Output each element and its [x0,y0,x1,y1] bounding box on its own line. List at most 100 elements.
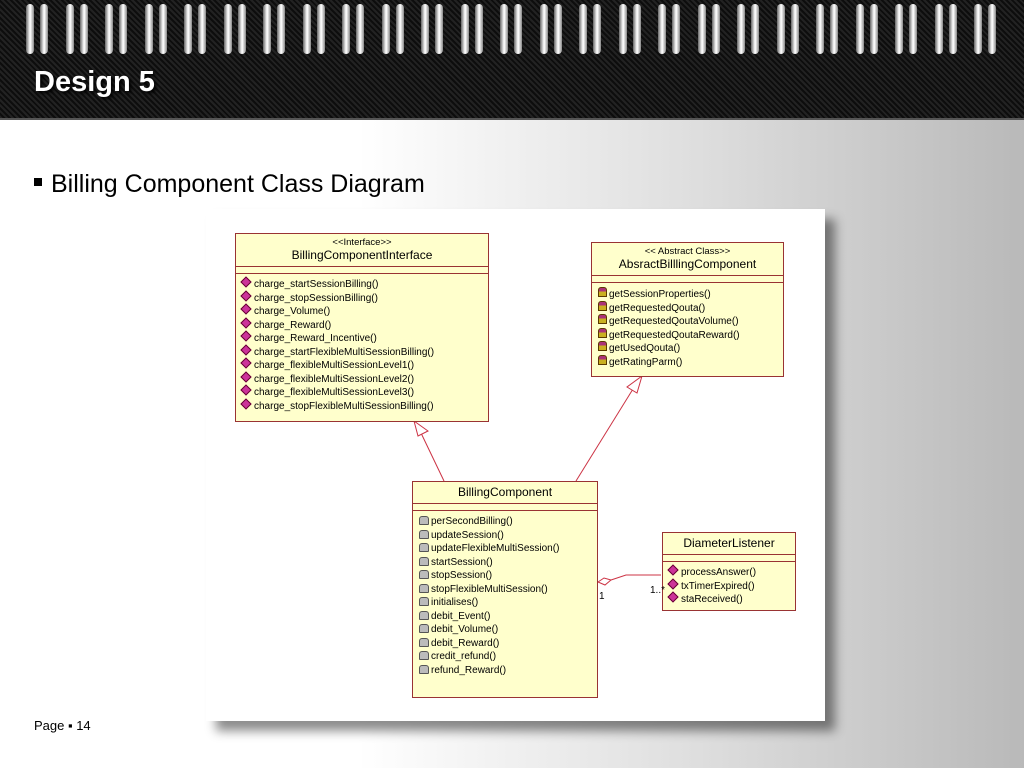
class-diagram: <<Interface>> BillingComponentInterface … [206,209,825,721]
method-item: updateFlexibleMultiSession() [419,542,597,556]
slide-title: Design 5 [34,66,155,98]
method-item: charge_Reward_Incentive() [240,330,488,346]
binding-ring [105,4,129,54]
method-item: debit_Volume() [419,623,597,637]
method-name: txTimerExpired() [681,580,755,592]
method-item: charge_Volume() [240,303,488,319]
method-name: getSessionProperties() [609,289,711,300]
abstract-stereotype: << Abstract Class>> [644,246,731,257]
method-item: getRequestedQoutaReward() [598,327,783,342]
aggregation-line [610,574,661,581]
private-method-icon [419,529,429,539]
attributes-compartment [592,276,783,283]
billing-component-class-name: BillingComponent [457,485,553,499]
method-item: charge_flexibleMultiSessionLevel2() [240,370,488,387]
binding-ring [539,4,564,54]
multiplicity-listener: 1..* [650,585,666,596]
public-method-icon [240,316,252,329]
binding-ring [776,4,801,54]
private-method-icon [419,624,429,633]
method-name: stopSession() [431,570,493,581]
method-name: charge_Reward_Incentive() [254,333,377,344]
binding-ring [184,4,208,54]
public-method-icon [240,384,252,396]
method-name: debit_Volume() [431,624,499,635]
public-method-icon [240,343,252,356]
protected-method-icon [598,341,607,351]
bullet-square-icon [34,178,42,187]
binding-ring [421,4,445,54]
multiplicity-component: 1 [599,591,605,602]
public-method-icon [667,564,679,576]
binding-ring [855,4,880,54]
method-item: txTimerExpired() [667,577,795,594]
public-method-icon [240,276,252,288]
method-item: charge_stopFlexibleMultiSessionBilling() [240,397,488,414]
generalization-arrowhead-abstract [626,374,643,394]
method-item: perSecondBilling() [419,515,597,529]
binding-ring [381,4,406,54]
diameter-listener-class-name: DiameterListener [683,536,775,550]
method-item: getRequestedQoutaVolume() [598,314,783,328]
method-item: charge_startFlexibleMultiSessionBilling(… [240,343,488,360]
private-method-icon [419,664,429,674]
method-name: getRequestedQoutaVolume() [609,316,739,327]
protected-method-icon [598,314,607,324]
attributes-compartment [663,555,795,562]
protected-method-icon [598,327,607,338]
method-name: getRequestedQouta() [609,302,706,314]
attributes-compartment [413,504,597,511]
binding-ring [618,4,643,54]
binding-ring [737,4,761,54]
public-method-icon [240,303,252,315]
abstract-class-name: AbsractBilllingComponent [618,257,757,271]
public-method-icon [240,330,252,342]
method-item: getRequestedQouta() [598,300,783,315]
method-item: getRatingParm() [598,354,783,369]
private-method-icon [419,597,429,606]
interface-stereotype: <<Interface>> [332,237,392,248]
method-name: debit_Reward() [431,637,500,649]
method-name: perSecondBilling() [431,516,513,527]
method-name: charge_flexibleMultiSessionLevel2() [254,373,415,385]
billing-component-class-box: BillingComponent perSecondBilling() updat… [412,481,598,698]
method-name: updateFlexibleMultiSession() [431,543,560,554]
method-item: charge_startSessionBilling() [240,276,488,292]
public-method-icon [667,577,679,590]
binding-ring [895,4,919,54]
binding-ring [500,4,524,54]
binding-ring [223,4,248,54]
interface-class-box: <<Interface>> BillingComponentInterface … [235,233,489,422]
private-method-icon [419,651,429,660]
private-method-icon [419,516,429,525]
method-name: charge_stopSessionBilling() [254,292,378,304]
protected-method-icon [598,354,607,365]
method-name: charge_flexibleMultiSessionLevel3() [254,387,415,398]
private-method-icon [419,570,429,579]
binding-ring [579,4,603,54]
diameter-listener-methods-list: processAnswer()txTimerExpired()staReceiv… [663,562,795,607]
private-method-icon [419,543,429,552]
private-method-icon [419,556,429,566]
diameter-listener-class-box: DiameterListener processAnswer()txTimerE… [662,532,796,611]
method-name: startSession() [431,556,493,568]
method-name: charge_Volume() [254,306,331,317]
protected-method-icon [598,300,607,311]
binding-ring [302,4,327,54]
abstract-methods-list: getSessionProperties() getRequestedQouta(… [592,283,783,368]
method-item: startSession() [419,556,597,570]
method-name: getRequestedQoutaReward() [609,329,740,341]
generalization-line-interface [420,432,445,482]
generalization-line-abstract [575,388,634,482]
interface-methods-list: charge_startSessionBilling()charge_stopS… [236,274,488,413]
method-name: charge_stopFlexibleMultiSessionBilling() [254,400,434,412]
method-item: stopSession() [419,569,597,583]
method-item: initialises() [419,596,597,610]
method-item: getUsedQouta() [598,341,783,355]
abstract-class-box: << Abstract Class>> AbsractBilllingCompo… [591,242,784,377]
method-name: refund_Reward() [431,664,507,676]
method-item: charge_stopSessionBilling() [240,289,488,306]
binding-ring [816,4,840,54]
binding-ring [263,4,287,54]
interface-class-header: <<Interface>> BillingComponentInterface [236,234,488,267]
